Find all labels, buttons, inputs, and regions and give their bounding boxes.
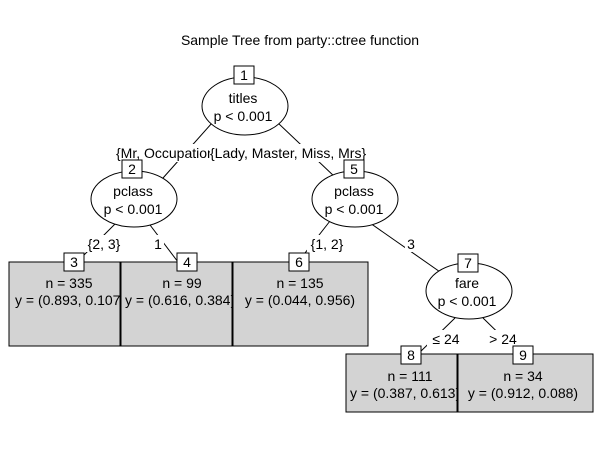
terminal-3-box (8, 261, 121, 347)
node-1-ellipse (201, 76, 289, 136)
edge-label-5-6-bg (307, 235, 347, 252)
edge-label-1-2-bg (116, 144, 212, 162)
node-2-id: 2 (128, 161, 136, 177)
terminal-8-n: n = 111 (387, 368, 432, 384)
node-7-id: 7 (464, 255, 472, 271)
edge-label-5-6: {1, 2} (311, 236, 344, 252)
terminal-6-box (232, 261, 369, 347)
terminal-6-n: n = 135 (276, 275, 323, 291)
terminal-6-id-box (288, 252, 310, 272)
node-2-ellipse (90, 170, 178, 228)
terminal-4-box (120, 261, 233, 347)
terminal-9-id-box (512, 345, 534, 365)
node-7-pvalue: p < 0.001 (438, 293, 497, 309)
node-1-pvalue: p < 0.001 (214, 108, 273, 124)
edge-label-7-9-bg (484, 330, 522, 347)
terminal-8-y: y = (0.387, 0.613) (350, 385, 460, 401)
edge-label-2-3: {2, 3} (88, 236, 121, 252)
edge-label-7-9: > 24 (489, 331, 517, 347)
terminal-3-id: 3 (70, 254, 78, 270)
edge-label-1-5-bg (210, 144, 388, 162)
node-1-variable: titles (229, 90, 258, 106)
terminal-6-y: y = (0.044, 0.956) (245, 292, 355, 308)
edge-label-2-4: 1 (154, 236, 162, 252)
edge-label-2-4-bg (152, 235, 164, 252)
terminal-3-y: y = (0.893, 0.107) (15, 292, 125, 308)
terminal-3-id-box (63, 252, 85, 272)
terminal-3-n: n = 335 (45, 275, 92, 291)
terminal-9-id: 9 (519, 347, 527, 363)
terminal-4-id: 4 (183, 254, 191, 270)
edge-label-2-3-bg (84, 235, 124, 252)
terminal-9-y: y = (0.912, 0.088) (468, 385, 578, 401)
node-1-id: 1 (240, 67, 248, 83)
node-2-variable: pclass (113, 183, 153, 199)
node-7-variable: fare (455, 275, 479, 291)
terminal-6-id: 6 (295, 254, 303, 270)
node-5-id-box (343, 159, 365, 179)
node-5-pvalue: p < 0.001 (325, 201, 384, 217)
diagram-title: Sample Tree from party::ctree function (181, 32, 419, 48)
node-5-ellipse (311, 170, 399, 228)
node-5-id: 5 (350, 161, 358, 177)
node-1-id-box (233, 65, 255, 85)
edge-label-1-2: {Mr, Occupation} (116, 145, 220, 161)
edge-label-7-8: ≤ 24 (432, 331, 459, 347)
node-7-id-box (457, 253, 479, 273)
terminal-8-id: 8 (407, 347, 415, 363)
terminal-4-y: y = (0.616, 0.384) (125, 292, 235, 308)
terminal-8-id-box (400, 345, 422, 365)
edge-label-1-5: {Lady, Master, Miss, Mrs} (210, 145, 366, 161)
terminal-4-n: n = 99 (162, 275, 202, 291)
edge-label-5-7-bg (405, 235, 417, 252)
node-5-variable: pclass (334, 183, 374, 199)
terminal-9-n: n = 34 (503, 368, 543, 384)
edge-label-7-8-bg (427, 330, 465, 347)
node-2-pvalue: p < 0.001 (104, 201, 163, 217)
terminal-4-id-box (176, 252, 198, 272)
edge-label-5-7: 3 (407, 236, 415, 252)
node-2-id-box (121, 159, 143, 179)
edge-line-5-7 (359, 215, 444, 275)
